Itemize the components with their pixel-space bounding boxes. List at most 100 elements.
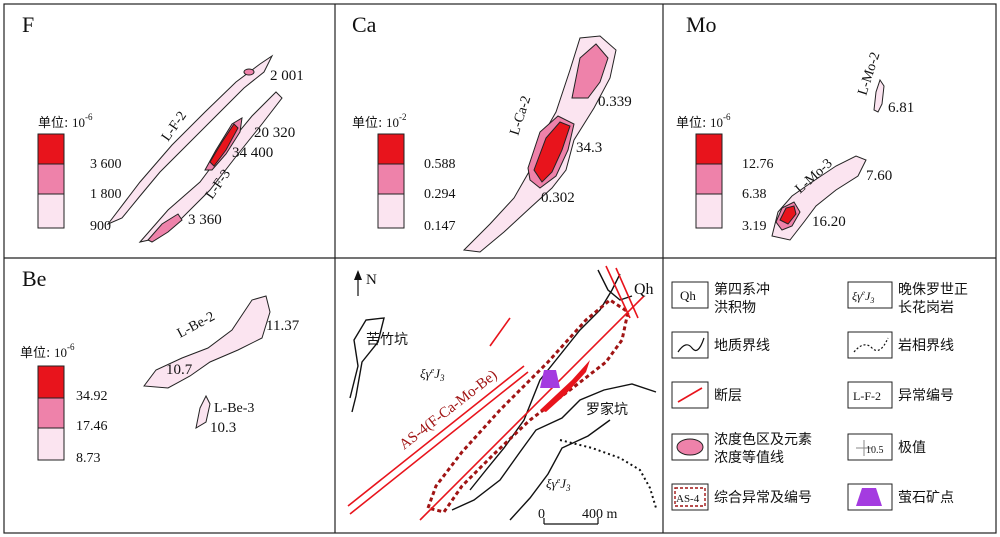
legend-anomaly-code: L-F-2	[853, 389, 881, 403]
extreme-value: 2 001	[270, 68, 304, 84]
panel-title: F	[22, 12, 34, 37]
concentration-symbol	[676, 438, 704, 456]
faults	[347, 265, 645, 521]
map-legend: Qh 第四系冲 洪积物 ξγeJ3 晚侏罗世正 长花岗岩 地质界线 岩相界线 断…	[671, 281, 968, 511]
concentration-legend	[37, 365, 65, 461]
anomaly-label: L-Be-3	[214, 401, 254, 416]
panel-title: Mo	[686, 12, 717, 37]
granite-label-b: ξγeJ3	[546, 476, 571, 493]
panel-mo: Mo 单位: 10 -6 12.76 6.38 3.19 L-Mo-2 L-Mo…	[676, 12, 914, 241]
legend-text: 浓度等值线	[714, 449, 784, 466]
legend-text: 异常编号	[898, 388, 954, 404]
fluorite-symbol	[856, 488, 882, 506]
concentration-legend	[377, 133, 405, 229]
legend-text: 晚侏罗世正	[898, 282, 968, 298]
legend-composite-code: AS-4	[676, 493, 700, 505]
geological-boundaries	[349, 269, 657, 521]
unit-power: 10	[72, 115, 85, 130]
legend-value: 12.76	[742, 157, 774, 172]
legend-granite-code: ξγeJ3	[852, 289, 874, 305]
extreme-value: 34.3	[576, 140, 602, 156]
geo-boundary-symbol	[677, 337, 705, 353]
panel-f: F 单位: 10 -6 3 600 1 800 900 L-F-2 L-F-3 …	[22, 12, 304, 243]
place-label: 苦竹坑	[366, 332, 408, 348]
unit-label: 单位:	[38, 116, 68, 131]
legend-granite-box	[847, 281, 893, 309]
extreme-value: 34 400	[232, 145, 273, 161]
composite-anomaly	[426, 298, 630, 514]
anomaly-shapes	[462, 35, 617, 253]
legend-qh-code: Qh	[680, 288, 696, 303]
north-arrow	[354, 270, 362, 296]
legend-text: 极值	[898, 440, 926, 456]
facies-boundary-symbol	[853, 337, 889, 353]
anomaly-shapes	[143, 295, 271, 430]
legend-value: 6.38	[742, 187, 767, 202]
scale-label: 0	[538, 507, 545, 522]
legend-value: 17.46	[76, 419, 108, 434]
legend-low	[37, 193, 65, 229]
legend-value: 900	[90, 219, 111, 234]
extreme-value: 3 360	[188, 212, 222, 228]
extreme-value: 7.60	[866, 168, 892, 184]
panel-title: Be	[22, 266, 46, 291]
legend-value: 3 600	[90, 157, 122, 172]
north-label: N	[366, 272, 377, 288]
concentration-legend	[37, 133, 65, 229]
legend-text: 萤石矿点	[898, 490, 954, 506]
legend-value: 3.19	[742, 219, 767, 234]
extreme-value: 20 320	[254, 125, 295, 141]
granite-label-a: ξγeJ3	[420, 366, 445, 383]
legend-text: 岩相界线	[898, 338, 954, 354]
anomaly-label: L-Be-2	[175, 309, 218, 341]
legend-text: 综合异常及编号	[714, 490, 812, 506]
unit-exp: -6	[67, 342, 75, 352]
extreme-value: 0.302	[541, 190, 575, 206]
unit-power: 10	[386, 115, 399, 130]
legend-extreme-code: 10.5	[866, 445, 884, 456]
facies-boundary	[559, 439, 657, 509]
legend-value: 8.73	[76, 451, 101, 466]
extreme-value: 0.339	[598, 94, 632, 110]
composite-anomaly-label: AS-4(F-Ca-Mo-Be)	[397, 367, 501, 453]
fluorite-deposit	[540, 370, 560, 388]
unit-label: 单位:	[676, 116, 706, 131]
panel-ca: Ca 单位: 10 -2 0.588 0.294 0.147 L-Ca-2 0.…	[352, 12, 632, 253]
legend-mid	[37, 163, 65, 195]
unit-label: 单位:	[352, 116, 382, 131]
extreme-value: 16.20	[812, 214, 846, 230]
ore-body	[540, 360, 590, 412]
legend-text: 地质界线	[714, 338, 770, 354]
unit-power: 10	[710, 115, 723, 130]
scale-label: 400 m	[582, 507, 618, 522]
legend-text: 长花岗岩	[898, 300, 954, 316]
unit-exp: -6	[723, 112, 731, 122]
anomaly-label: L-Ca-2	[508, 94, 535, 137]
legend-text: 洪积物	[714, 300, 756, 316]
concentration-legend	[695, 133, 723, 229]
extreme-value: 10.7	[166, 362, 193, 378]
unit-exp: -2	[399, 112, 407, 122]
legend-text: 断层	[714, 388, 742, 404]
legend-qh-box	[671, 281, 709, 309]
legend-value: 0.588	[424, 157, 456, 172]
panel-frame	[3, 3, 997, 534]
unit-label: 单位:	[20, 346, 50, 361]
panel-title: Ca	[352, 12, 377, 37]
legend-text: 浓度色区及元素	[714, 431, 812, 448]
extreme-value: 6.81	[888, 100, 914, 116]
scale-bar	[543, 518, 599, 525]
panel-be: Be 单位: 10 -6 34.92 17.46 8.73 L-Be-2 L-B…	[20, 266, 300, 466]
legend-value: 0.294	[424, 187, 456, 202]
extreme-value: 10.3	[210, 420, 236, 436]
qh-label: Qh	[634, 281, 654, 298]
legend-high	[37, 133, 65, 165]
fault-symbol	[677, 387, 703, 403]
extreme-value: 11.37	[266, 318, 300, 334]
panel-geology: N Qh 苦竹坑 罗家坑 ξγeJ3 ξγeJ3	[347, 265, 657, 525]
legend-text: 第四系冲	[714, 281, 770, 298]
unit-exp: -6	[85, 112, 93, 122]
legend-value: 0.147	[424, 219, 456, 234]
anomaly-shapes	[106, 54, 283, 243]
